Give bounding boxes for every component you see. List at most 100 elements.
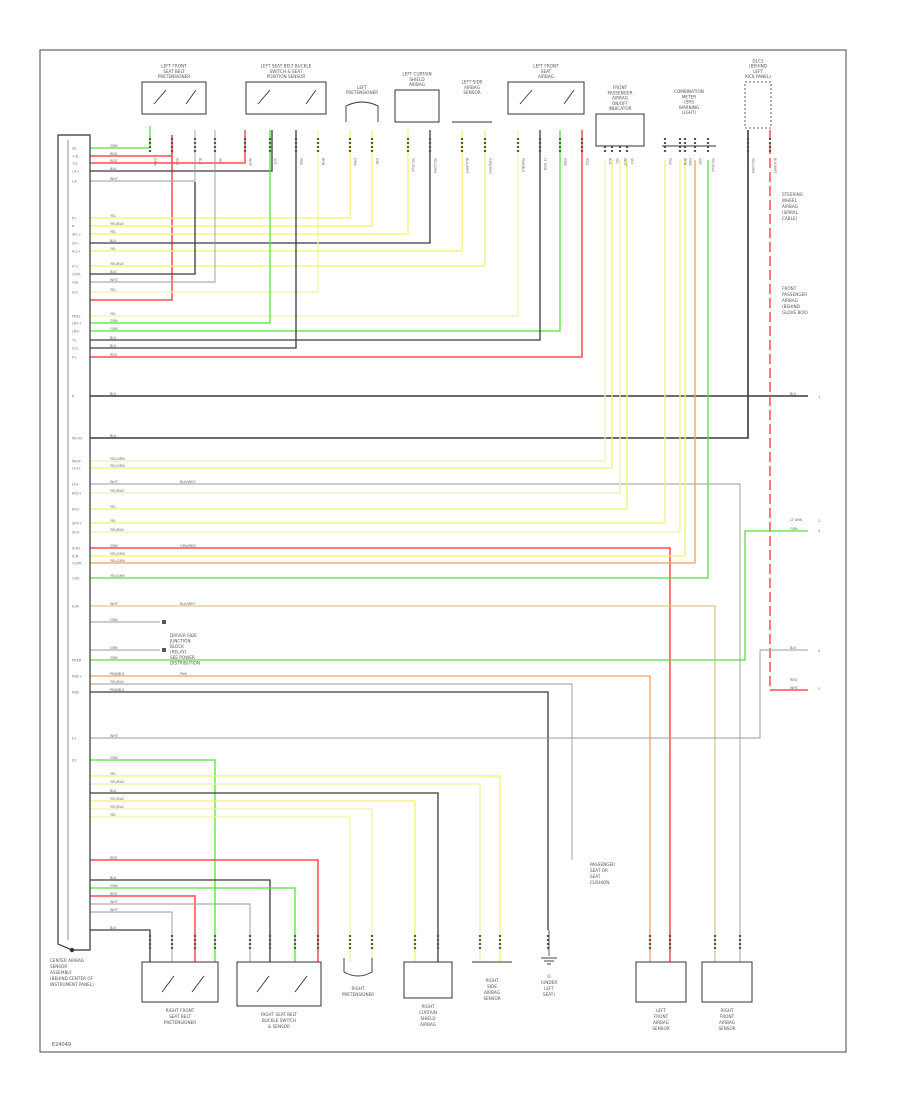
terminal-label: BLK	[198, 158, 202, 165]
ecu-body	[57, 134, 91, 951]
pin-label: VUPL	[72, 272, 81, 276]
component-box	[595, 113, 645, 147]
wire	[90, 160, 686, 557]
wire-color-label: YEL	[110, 772, 116, 776]
wire	[90, 135, 173, 301]
wire	[90, 130, 273, 172]
wire-color-label: BLK	[110, 167, 117, 171]
wire-color-label: GRN	[110, 646, 118, 650]
note-label: PASSENGER	[782, 292, 807, 297]
ecu-label-line: (BEHIND CENTER OF	[50, 976, 94, 981]
terminal-label: BLK	[608, 158, 612, 165]
component-label: RIGHT	[421, 1004, 435, 1009]
wire-color-label: BLK	[110, 926, 117, 930]
component-label: SEAT BELT	[163, 69, 185, 74]
wire-color-label: YEL/BLK	[110, 489, 124, 493]
wire	[90, 130, 561, 332]
component-label: LEFT SIDE	[462, 80, 483, 85]
pin-label: PAON	[72, 436, 82, 440]
connector-note: (RELAY)	[170, 650, 187, 655]
wire-color-label: WHT	[110, 278, 119, 282]
terminal-label: RED	[175, 158, 179, 165]
squib-icon	[345, 101, 379, 122]
terminal-label: BRN	[683, 158, 687, 166]
terminal-label: BRN	[321, 158, 325, 166]
switch-icon	[191, 975, 205, 993]
component-label: SENSOR	[652, 1026, 669, 1031]
component-label: LEFT CURTAIN	[402, 72, 431, 77]
component-label: FRONT	[613, 85, 628, 90]
component-label: LEFT FRONT	[161, 64, 187, 69]
wire	[90, 130, 297, 349]
note-label: (SPIRAL	[782, 210, 799, 215]
switch-icon	[294, 975, 308, 993]
wire	[90, 130, 749, 439]
wire	[90, 130, 216, 283]
component-label: COMBINATION	[674, 89, 704, 94]
pin-label: SFR+	[72, 521, 82, 525]
wire-color-label: YEL	[110, 519, 116, 523]
wire-color-label: YEL	[110, 505, 116, 509]
wire	[90, 160, 606, 462]
wire	[90, 160, 666, 524]
component-label: (SRS	[684, 100, 694, 105]
wire	[90, 160, 621, 494]
connector-icon	[744, 81, 772, 129]
terminal-label: ORN	[353, 158, 357, 166]
pin-label: ICL-	[72, 264, 80, 268]
wire-color-label: WHT	[110, 908, 119, 912]
wire-color-label: BLK/WHT	[180, 602, 196, 606]
component-label: SENSOR	[483, 996, 500, 1001]
wire	[90, 130, 319, 293]
wire	[90, 130, 583, 358]
wire-color-label: BLK	[110, 434, 117, 438]
pin-label: P-	[72, 394, 76, 398]
pin-label: IG2	[72, 346, 78, 350]
wire-color-label: WHT	[110, 480, 119, 484]
wire-color-label: BLK	[110, 789, 117, 793]
pin-label: SIL	[72, 146, 77, 150]
wire-color-label: YEL/BLK	[110, 528, 124, 532]
component-label: SENSOR	[463, 90, 480, 95]
component-box	[701, 961, 753, 1003]
switch-icon	[519, 89, 533, 105]
pin-label: LBE+	[72, 321, 82, 325]
ecu-label-line: SENSOR	[50, 964, 67, 969]
wire	[90, 160, 613, 469]
terminal-label: YEL/BLK	[711, 158, 715, 172]
wire-color-label: BLK	[110, 876, 117, 880]
component-label: PRETENSIONER	[164, 1020, 196, 1025]
wire-color-label: YEL	[110, 288, 116, 292]
ecu-pin-labels: SIL+SL-SLLA+LA-P+P-SFL+SFL-ICL+ICL-VUPLG…	[71, 146, 82, 762]
component-label: AIRBAG	[538, 74, 554, 79]
component-label: RIGHT SEAT BELT	[261, 1012, 297, 1017]
component-label: METER	[682, 94, 696, 99]
terminal-label: YEL/GRN	[751, 158, 755, 173]
pin-label: LA+	[72, 169, 80, 173]
wire	[90, 816, 351, 962]
component-label: LEFT SEAT BELT BUCKLE	[261, 64, 312, 69]
terminal-label: GRY	[375, 158, 379, 166]
component-label: (UNDER	[541, 980, 558, 985]
pin-label: ESR	[72, 604, 80, 608]
wire-color-label: YEL	[110, 230, 116, 234]
connector-note: BLOCK	[170, 644, 184, 649]
wire	[90, 160, 681, 533]
switch-icon	[153, 89, 167, 105]
wire-color-label: LT GRN	[790, 518, 803, 522]
ecu-label-line: INSTRUMENT PANEL)	[50, 982, 94, 987]
terminal-label: WHT	[623, 158, 627, 167]
terminal-label: VIO	[273, 158, 277, 164]
switch-icon	[257, 89, 271, 105]
note-label: FRONT	[782, 286, 797, 291]
